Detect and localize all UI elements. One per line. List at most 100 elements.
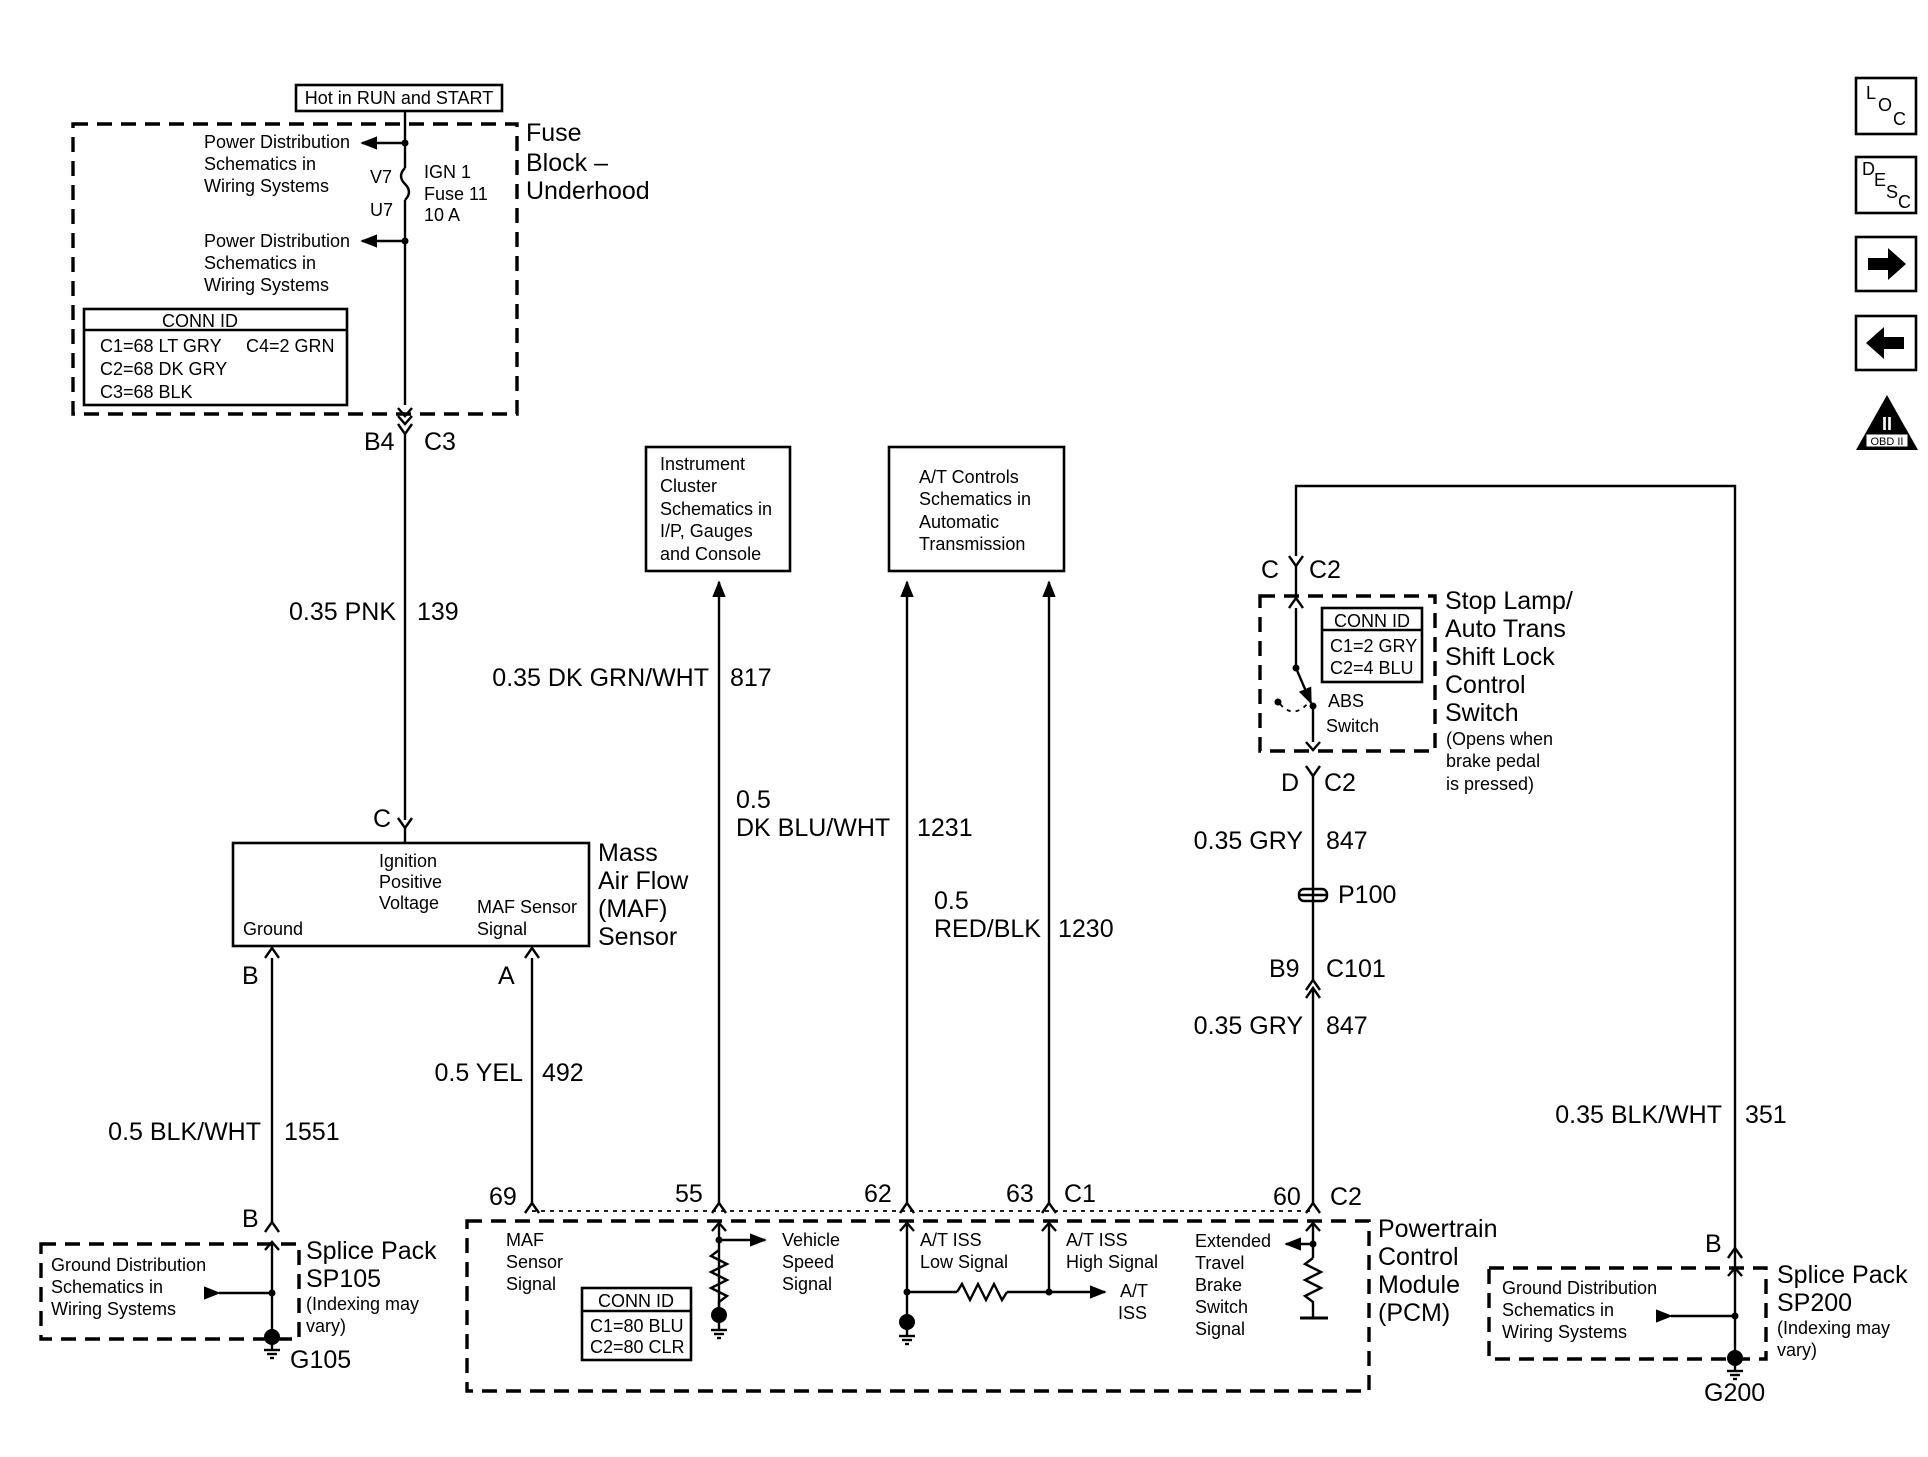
wire-1230-gauge-size: 0.5 — [934, 887, 969, 915]
at-controls-box — [887, 445, 1066, 573]
sp105-note: (Indexing may vary) — [306, 1294, 424, 1336]
pcm-conn-id-title: CONN ID — [598, 1291, 674, 1311]
pcm-conn-c1-value: C1=80 BLU — [590, 1316, 684, 1336]
pcm-pin-55: 55 — [675, 1180, 703, 1208]
maf-sensor: C Ignition Positive Voltage Ground MAF S… — [231, 805, 695, 990]
maf-pin-a: A — [498, 962, 515, 990]
wire-1551-circuit: 1551 — [284, 1118, 340, 1146]
fuse-v7-label: V7 — [370, 167, 392, 187]
pcm-pin-69: 69 — [489, 1183, 517, 1211]
pcm-pin-62: 62 — [864, 1180, 892, 1208]
pcm-iss-low-label: A/T ISS Low Signal — [920, 1230, 1008, 1272]
stop-lamp-conn-id-table — [1320, 606, 1424, 684]
stop-lamp-conn-c2-top: C2 — [1309, 556, 1341, 584]
next-arrow-button[interactable] — [1854, 235, 1918, 293]
pcm: 69 55 62 63 C1 60 C2 Powertrain Control … — [465, 1180, 1498, 1393]
arrow-left-icon — [1866, 327, 1904, 359]
fuse-conn-id-table — [82, 307, 349, 407]
wire-1551-gauge: 0.5 BLK/WHT — [108, 1118, 261, 1146]
wire-139-circuit: 139 — [417, 598, 459, 626]
sp105-pin-b: B — [242, 1205, 259, 1233]
maf-pin-b: B — [242, 962, 259, 990]
wire-847-circuit-a: 847 — [1326, 827, 1368, 855]
splice-pack-sp200: B Ground Distribution Schematics in Wiri… — [1487, 1230, 1915, 1407]
at-controls-label: A/T Controls Schematics in Automatic Tra… — [919, 467, 1036, 554]
sp200-ground-distribution: Ground Distribution Schematics in Wiring… — [1502, 1278, 1662, 1342]
wire-492-circuit: 492 — [542, 1059, 584, 1087]
stop-lamp-pin-d: D — [1281, 769, 1299, 797]
stop-lamp-conn-c1: C1=2 GRY — [1330, 636, 1417, 656]
sp200-title: Splice Pack SP200 — [1777, 1261, 1915, 1317]
stop-lamp-pin-c: C — [1261, 556, 1279, 584]
c101-pin-b9: B9 — [1269, 955, 1300, 983]
wire-492-gauge: 0.5 YEL — [434, 1059, 523, 1087]
pcm-conn-c2: C2 — [1330, 1183, 1362, 1211]
svg-text:OBD II: OBD II — [1870, 436, 1903, 448]
svg-text:S: S — [1886, 182, 1898, 202]
svg-text:C: C — [1898, 192, 1911, 212]
pcm-conn-c1: C1 — [1064, 1180, 1096, 1208]
wire-351-circuit: 351 — [1745, 1101, 1787, 1129]
wire-351-gauge: 0.35 BLK/WHT — [1555, 1101, 1722, 1129]
ground-g200: G200 — [1704, 1379, 1765, 1407]
pcm-brake-switch-label: Extended Travel Brake Switch Signal — [1195, 1231, 1276, 1339]
stop-lamp-note: (Opens when brake pedal is pressed) — [1446, 729, 1558, 794]
maf-ign-label: Ignition Positive Voltage — [379, 851, 447, 913]
sp105-outline — [39, 1242, 301, 1341]
wire-847-gauge-a: 0.35 GRY — [1194, 827, 1304, 855]
wire-1231-circuit: 1231 — [917, 814, 973, 842]
pcm-pin-60: 60 — [1273, 1183, 1301, 1211]
iss-resistor — [955, 1281, 1009, 1303]
wire-1231-gauge-color: DK BLU/WHT — [736, 814, 890, 842]
fuse-block-title: Fuse Block – Underhood — [526, 119, 650, 205]
wire-139-gauge: 0.35 PNK — [289, 598, 396, 626]
svg-text:E: E — [1874, 170, 1886, 190]
sp105-ground-distribution: Ground Distribution Schematics in Wiring… — [51, 1255, 211, 1319]
c101-conn: C101 — [1326, 955, 1386, 983]
pcm-pin-63: 63 — [1006, 1180, 1034, 1208]
svg-text:D: D — [1862, 159, 1875, 179]
stop-lamp-title: Stop Lamp/ Auto Trans Shift Lock Control… — [1445, 587, 1580, 727]
pcm-at-iss-label: A/T ISS — [1118, 1281, 1153, 1323]
conn-c2: C2=68 DK GRY — [100, 359, 227, 379]
p100-label: P100 — [1338, 881, 1396, 909]
stop-lamp-conn-c2-bottom: C2 — [1324, 769, 1356, 797]
conn-c4: C4=2 GRN — [246, 336, 335, 356]
abs-switch-label: ABS Switch — [1326, 691, 1379, 736]
sp105-title: Splice Pack SP105 — [306, 1237, 444, 1293]
stop-lamp-conn-c2: C2=4 BLU — [1330, 658, 1414, 678]
conn-c3: C3=68 BLK — [100, 382, 193, 402]
maf-sensor-box — [231, 841, 591, 948]
stop-lamp-outline — [1258, 594, 1437, 753]
wire-1231-gauge-size: 0.5 — [736, 786, 771, 814]
sp200-note: (Indexing may vary) — [1777, 1318, 1895, 1360]
splice-pack-sp105: B Ground Distribution Schematics in Wiri… — [39, 1205, 444, 1374]
loc-button[interactable]: L O C — [1854, 76, 1918, 136]
instrument-cluster-label: Instrument Cluster Schematics in I/P, Ga… — [660, 454, 777, 564]
sp200-outline — [1487, 1266, 1768, 1361]
maf-title: Mass Air Flow (MAF) Sensor — [598, 839, 695, 951]
arrow-right-icon — [1868, 248, 1906, 280]
obd-ii-button[interactable]: II OBD II — [1856, 395, 1918, 450]
fuse-block-outline — [71, 122, 519, 416]
hot-in-run-start-box — [294, 83, 504, 113]
pcm-iss-high-label: A/T ISS High Signal — [1066, 1230, 1158, 1272]
stop-lamp-switch: C C2 ABS Switch CONN ID C1=2 GRY C2=4 BL… — [1258, 484, 1737, 1275]
desc-button[interactable]: D E S C — [1854, 155, 1918, 215]
fuse-rating: IGN 1 Fuse 11 10 A — [424, 162, 493, 225]
instrument-cluster-box — [644, 445, 792, 573]
stop-lamp-conn-id-title: CONN ID — [1334, 611, 1410, 631]
power-distribution-2: Power Distribution Schematics in Wiring … — [204, 231, 355, 295]
pin-b4: B4 — [364, 428, 395, 456]
wire-351 — [1294, 484, 1737, 1275]
maf-pin-c: C — [373, 805, 391, 833]
wire-1230-circuit: 1230 — [1058, 915, 1114, 943]
prev-arrow-button[interactable] — [1854, 314, 1918, 372]
wire-1230-gauge-color: RED/BLK — [934, 915, 1041, 943]
vss-resistor — [708, 1249, 730, 1312]
pcm-maf-signal-label: MAF Sensor Signal — [506, 1230, 568, 1294]
maf-ground-label: Ground — [243, 919, 303, 939]
svg-text:C: C — [1893, 109, 1906, 129]
brake-switch-resistor — [1302, 1257, 1324, 1318]
svg-text:L: L — [1866, 83, 1876, 103]
